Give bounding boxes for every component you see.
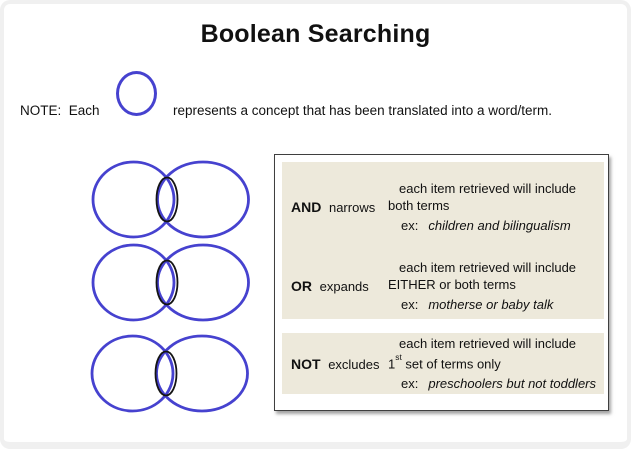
operator-description-not: each item retrieved will include 1st set… [388, 335, 604, 392]
description-line-2: both terms [388, 198, 450, 213]
description-line-2-rest: set of terms only [401, 356, 501, 372]
operator-verb: excludes [328, 356, 380, 372]
venn-and-left-circle [91, 160, 176, 239]
venn-not-intersection-lens [154, 350, 178, 397]
example-label: ex: [401, 376, 419, 392]
venn-or-intersection-lens [155, 259, 179, 306]
operator-name: NOT [291, 355, 321, 372]
operator-name: AND [291, 199, 322, 215]
operator-row-and: AND narrows each item retrieved will inc… [282, 180, 604, 234]
page-title: Boolean Searching [200, 20, 431, 48]
operator-name: OR [291, 278, 312, 294]
example-line: ex: children and bilingualism [388, 217, 604, 234]
operator-row-not: NOT excludes each item retrieved will in… [282, 335, 604, 392]
example-text: preschoolers but not toddlers [428, 376, 596, 392]
description-line-1: each item retrieved will include [399, 336, 577, 351]
legend-panel-not: NOT excludes each item retrieved will in… [282, 333, 604, 394]
operator-label-or: OR expands [291, 278, 388, 294]
operator-verb: expands [319, 279, 369, 294]
example-label: ex: [401, 218, 419, 233]
venn-and-intersection-lens [155, 176, 179, 223]
example-line: ex: motherse or baby talk [388, 296, 604, 313]
venn-diagram-not [90, 334, 249, 413]
example-text: motherse or baby talk [428, 297, 554, 312]
venn-or-left-circle [91, 243, 176, 322]
venn-and-right-circle [156, 160, 250, 239]
venn-or-right-circle [156, 243, 250, 322]
venn-diagram-or [91, 243, 250, 322]
legend-box: AND narrows each item retrieved will inc… [274, 154, 609, 411]
example-text: children and bilingualism [428, 218, 571, 233]
operator-label-and: AND narrows [291, 199, 388, 215]
example-label: ex: [401, 297, 419, 312]
operator-row-or: OR expands each item retrieved will incl… [282, 259, 604, 313]
operator-verb: narrows [328, 200, 376, 215]
operator-description-and: each item retrieved will include both te… [388, 180, 604, 234]
example-line: ex: preschoolers but not toddlers [388, 375, 604, 392]
legend-panel-and-or: AND narrows each item retrieved will inc… [282, 162, 604, 319]
concept-circle-icon [116, 71, 157, 116]
description-line-1: each item retrieved will include [399, 260, 577, 275]
operator-description-or: each item retrieved will include EITHER … [388, 259, 604, 313]
description-line-2: EITHER or both terms [388, 277, 516, 292]
venn-not-right-circle [155, 334, 249, 413]
note-suffix: represents a concept that has been trans… [173, 103, 552, 118]
venn-not-left-circle [90, 334, 175, 413]
note-prefix: NOTE: Each [20, 103, 100, 118]
ordinal-number: 1 [388, 356, 396, 372]
ordinal-suffix: st [395, 352, 402, 363]
operator-label-not: NOT excludes [291, 356, 388, 372]
description-line-2: 1st set of terms only [388, 352, 604, 372]
venn-diagram-and [91, 160, 250, 239]
description-line-1: each item retrieved will include [399, 181, 577, 196]
